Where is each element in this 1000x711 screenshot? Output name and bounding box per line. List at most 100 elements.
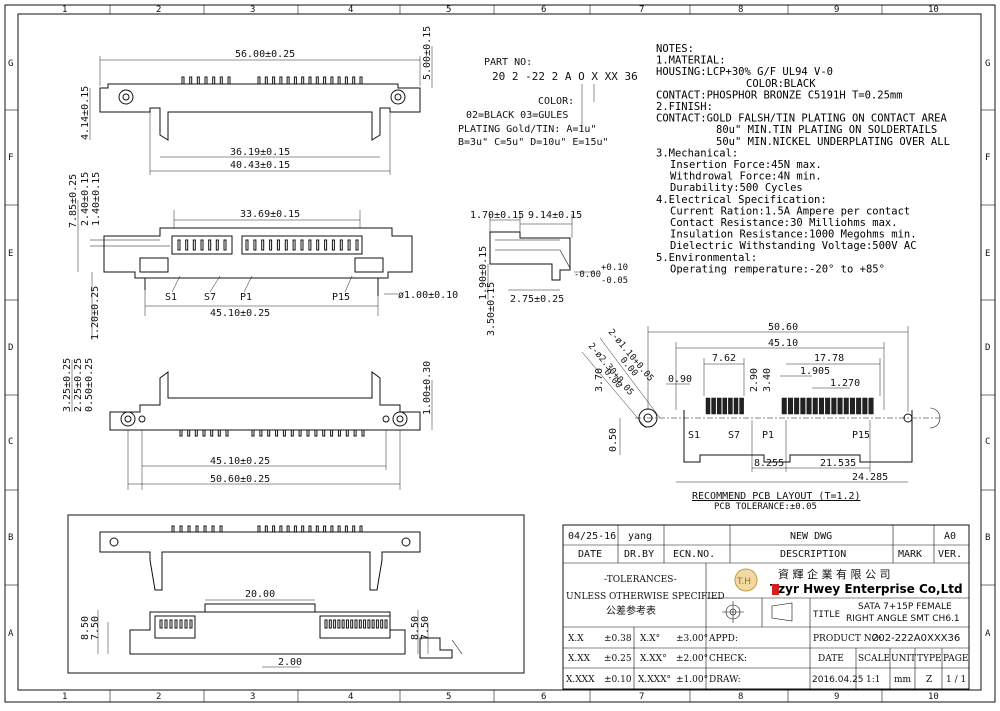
contact-pin <box>264 76 268 85</box>
pcb-dim-b: 21.535 <box>820 458 856 469</box>
contact-pin <box>337 429 341 437</box>
row-label: A <box>8 629 14 639</box>
contact-pin <box>341 619 345 629</box>
header-version: VER. <box>938 549 962 560</box>
row-label: C <box>8 437 13 447</box>
contact-pin <box>384 619 388 629</box>
row-label: E <box>985 249 990 259</box>
tol-row2-a: X.XX <box>568 654 591 664</box>
contact-pin <box>353 429 357 437</box>
contact-pin <box>215 239 219 251</box>
pcb-pad <box>806 397 812 415</box>
pcb-dim-a: 8.255 <box>754 458 784 469</box>
contact-pin <box>179 525 183 533</box>
col-label: 1 <box>62 5 67 15</box>
contact-pin <box>347 239 351 251</box>
dim-end-depth: 9.14±0.15 <box>528 210 582 221</box>
contact-pin <box>308 76 312 85</box>
row-label: F <box>8 153 13 163</box>
contact-pin <box>314 429 318 437</box>
contact-pin <box>177 239 181 251</box>
contact-pin <box>272 76 276 85</box>
pcb-pad <box>711 397 716 415</box>
contact-pin <box>210 429 214 437</box>
pin-label-p1: P1 <box>240 292 252 303</box>
contact-pin <box>337 525 341 533</box>
contact-pin <box>293 76 297 85</box>
contact-pin <box>331 239 335 251</box>
header-mark: MARK <box>898 549 922 560</box>
pcb-dim-power-pitch: 1.905 <box>800 366 830 377</box>
contact-pin <box>279 76 283 85</box>
title-block: 04/25-16 yang NEW DWG A0 DATE DR.BY ECN.… <box>562 524 970 690</box>
contact-pin <box>203 525 207 533</box>
contact-pin <box>355 239 359 251</box>
tol-zero: -0.00 <box>574 270 601 280</box>
note-line: Contact Resistance:30 Milliohms max. <box>670 217 898 229</box>
pcb-pad <box>705 397 711 415</box>
tol-row1-a: X.X <box>568 634 584 644</box>
contact-pin <box>324 619 328 629</box>
row-label: G <box>985 59 990 69</box>
contact-pin <box>293 525 297 533</box>
col-label: 9 <box>834 692 839 702</box>
pcb-pad <box>800 397 806 415</box>
contact-pin <box>298 429 302 437</box>
rev-version: A0 <box>944 531 956 542</box>
contact-pin <box>264 525 268 533</box>
note-line: CONTACT:PHOSPHOR BRONZE C5191H T=0.25mm <box>656 89 903 101</box>
tol-row3-a: X.XXX <box>566 675 595 685</box>
contact-pin <box>276 239 280 251</box>
contact-pin <box>315 525 319 533</box>
contact-pin <box>359 76 363 85</box>
pcb-pad <box>831 397 837 415</box>
pcb-pad <box>733 397 739 415</box>
mount-hole <box>390 89 406 105</box>
dim-step-height: 2.40±0.15 <box>80 172 91 226</box>
contact-pin <box>358 619 362 629</box>
contact-pin <box>352 525 356 533</box>
contact-pin <box>257 525 261 533</box>
pcb-dim-c: 24.285 <box>852 472 888 483</box>
contact-pin <box>345 619 349 629</box>
col-label: 4 <box>348 692 353 702</box>
dim-end-h1: 1.90±0.15 <box>478 246 489 300</box>
contact-pin <box>187 429 191 437</box>
dim-end-h2: 3.50±0.15 <box>486 282 497 336</box>
pcb-pad <box>728 397 733 415</box>
row-label: C <box>985 437 990 447</box>
pcb-power-pads <box>781 397 874 415</box>
note-line: NOTES: <box>656 43 694 55</box>
header-type: TYPE <box>917 654 942 664</box>
pcb-pad <box>716 397 722 415</box>
company-logo: T.H <box>734 568 758 592</box>
contact-pin <box>352 76 356 85</box>
contact-pin <box>323 76 327 85</box>
contact-pin <box>330 429 334 437</box>
pcb-pad <box>843 397 849 415</box>
pcb-pad <box>825 397 831 415</box>
detail-dim-h2: 7.50 <box>90 616 101 640</box>
pcb-dim-pad-len2: 3.40 <box>762 368 773 392</box>
contact-pin <box>361 429 365 437</box>
pcb-pad <box>849 397 855 415</box>
contact-pin <box>328 619 332 629</box>
contact-pin <box>195 525 199 533</box>
drawing-type: Z <box>926 675 932 685</box>
contact-pin <box>323 525 327 533</box>
contact-pin <box>337 76 341 85</box>
contact-pin <box>227 76 231 85</box>
pcb-label-p1: P1 <box>762 430 774 441</box>
contact-pin <box>324 239 328 251</box>
col-label: 1 <box>62 692 67 702</box>
pcb-signal-pads <box>705 397 744 415</box>
mount-hole <box>392 411 408 427</box>
contact-pin <box>350 619 354 629</box>
note-line: Current Ration:1.5A Ampere per contact <box>670 205 910 217</box>
pcb-dim-edge: 0.50 <box>608 428 619 452</box>
dim-rear-h1: 3.25±0.25 <box>62 358 73 412</box>
part-no-code: 20 2 -22 2 A O X XX 36 <box>492 70 638 83</box>
company-name-en: Tzyr Hwey Enterprise Co,Ltd <box>770 582 963 596</box>
contact-pin <box>174 619 178 629</box>
product-no: 202-222A0XXX36 <box>872 633 960 644</box>
